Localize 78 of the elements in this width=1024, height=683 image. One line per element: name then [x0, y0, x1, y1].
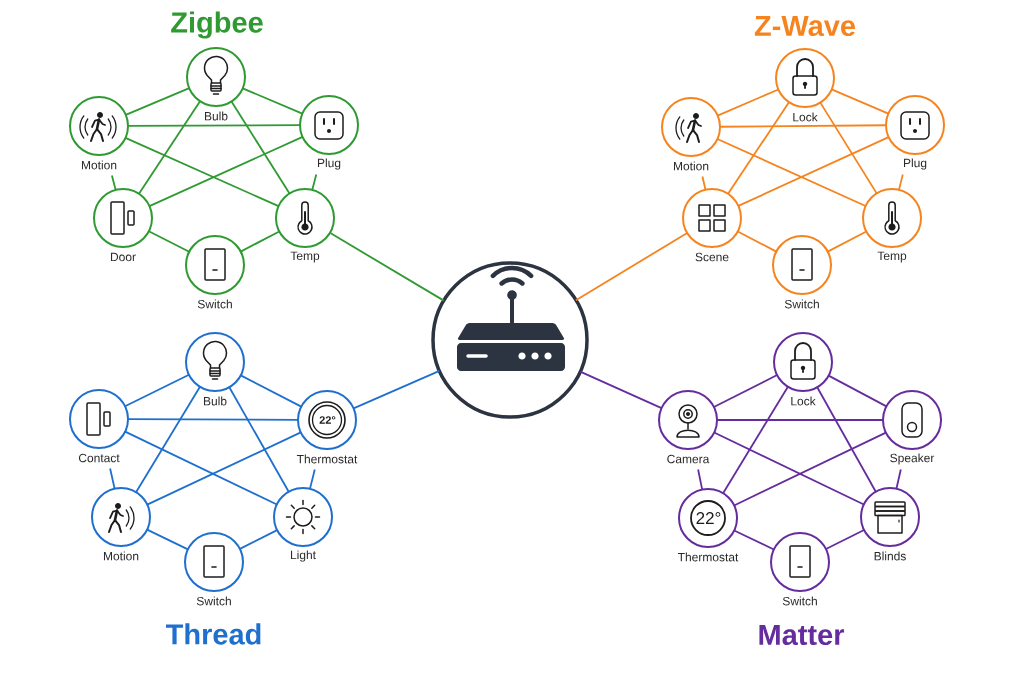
connector — [352, 369, 441, 410]
temperature-reading: 22° — [319, 416, 336, 424]
connector — [816, 386, 877, 493]
connector — [148, 136, 304, 207]
connector — [579, 370, 663, 409]
connector — [329, 231, 445, 302]
device-label: Camera — [667, 454, 710, 464]
connector — [230, 100, 291, 195]
connector — [826, 230, 868, 253]
temperature-reading: 22° — [696, 512, 721, 524]
connector — [135, 385, 201, 494]
device-label: Plug — [318, 158, 341, 170]
device-label: Motion — [674, 161, 709, 171]
connector — [124, 430, 278, 506]
connector — [716, 138, 867, 207]
connector — [719, 124, 887, 128]
device-label: Blinds — [874, 551, 906, 561]
device-label: Bulb — [204, 396, 227, 406]
connector — [239, 230, 281, 253]
connector — [733, 529, 775, 551]
connector — [138, 100, 201, 195]
protocol-title: Thread — [166, 623, 261, 645]
connector — [124, 373, 190, 408]
device-label: Motion — [82, 160, 117, 170]
connector — [713, 431, 865, 506]
connector — [736, 230, 778, 253]
connector — [697, 468, 704, 491]
protocol-title: Matter — [759, 624, 845, 646]
device-label: Switch — [784, 299, 819, 309]
connector — [713, 374, 778, 408]
connector — [701, 175, 707, 191]
protocol-title: Z-Wave — [754, 15, 856, 37]
device-label: Thermostat — [296, 454, 358, 464]
device-label: Speaker — [890, 453, 935, 465]
connector — [127, 124, 301, 127]
connector — [146, 431, 302, 506]
connector — [716, 419, 884, 421]
connector — [819, 101, 878, 195]
device-label: Temp — [290, 251, 320, 263]
connector — [830, 88, 890, 115]
device-label: Motion — [104, 551, 139, 561]
connector — [309, 468, 316, 490]
connector — [737, 136, 890, 207]
connector — [722, 385, 789, 495]
connector — [733, 431, 887, 507]
device-label: Lock — [793, 112, 818, 122]
connector — [825, 529, 865, 550]
protocol-title: Zigbee — [171, 11, 263, 39]
connector — [827, 374, 888, 408]
connector — [239, 374, 303, 408]
connector — [895, 468, 902, 490]
connector — [124, 87, 191, 116]
connector — [127, 418, 299, 421]
device-label: Bulb — [205, 111, 228, 121]
device-label: Plug — [904, 158, 927, 170]
connector — [241, 87, 304, 115]
connector — [147, 230, 191, 253]
device-label: Contact — [78, 453, 120, 463]
connector — [898, 173, 904, 191]
connector — [311, 173, 318, 191]
connector — [111, 174, 117, 191]
device-label: Lock — [791, 396, 816, 406]
connector — [124, 136, 280, 208]
connector — [146, 528, 189, 551]
connector — [239, 529, 279, 550]
device-label: Switch — [782, 596, 817, 606]
device-label: Scene — [695, 252, 729, 262]
device-label: Thermostat — [677, 552, 739, 562]
device-label: Switch — [196, 596, 231, 606]
device-label: Light — [291, 550, 316, 562]
device-label: Temp — [877, 251, 907, 263]
connector — [716, 88, 780, 117]
connector — [575, 232, 689, 302]
connector — [228, 386, 290, 493]
connector — [109, 467, 116, 490]
connector — [727, 101, 790, 195]
device-label: Door — [111, 252, 136, 262]
device-label: Switch — [197, 299, 232, 309]
